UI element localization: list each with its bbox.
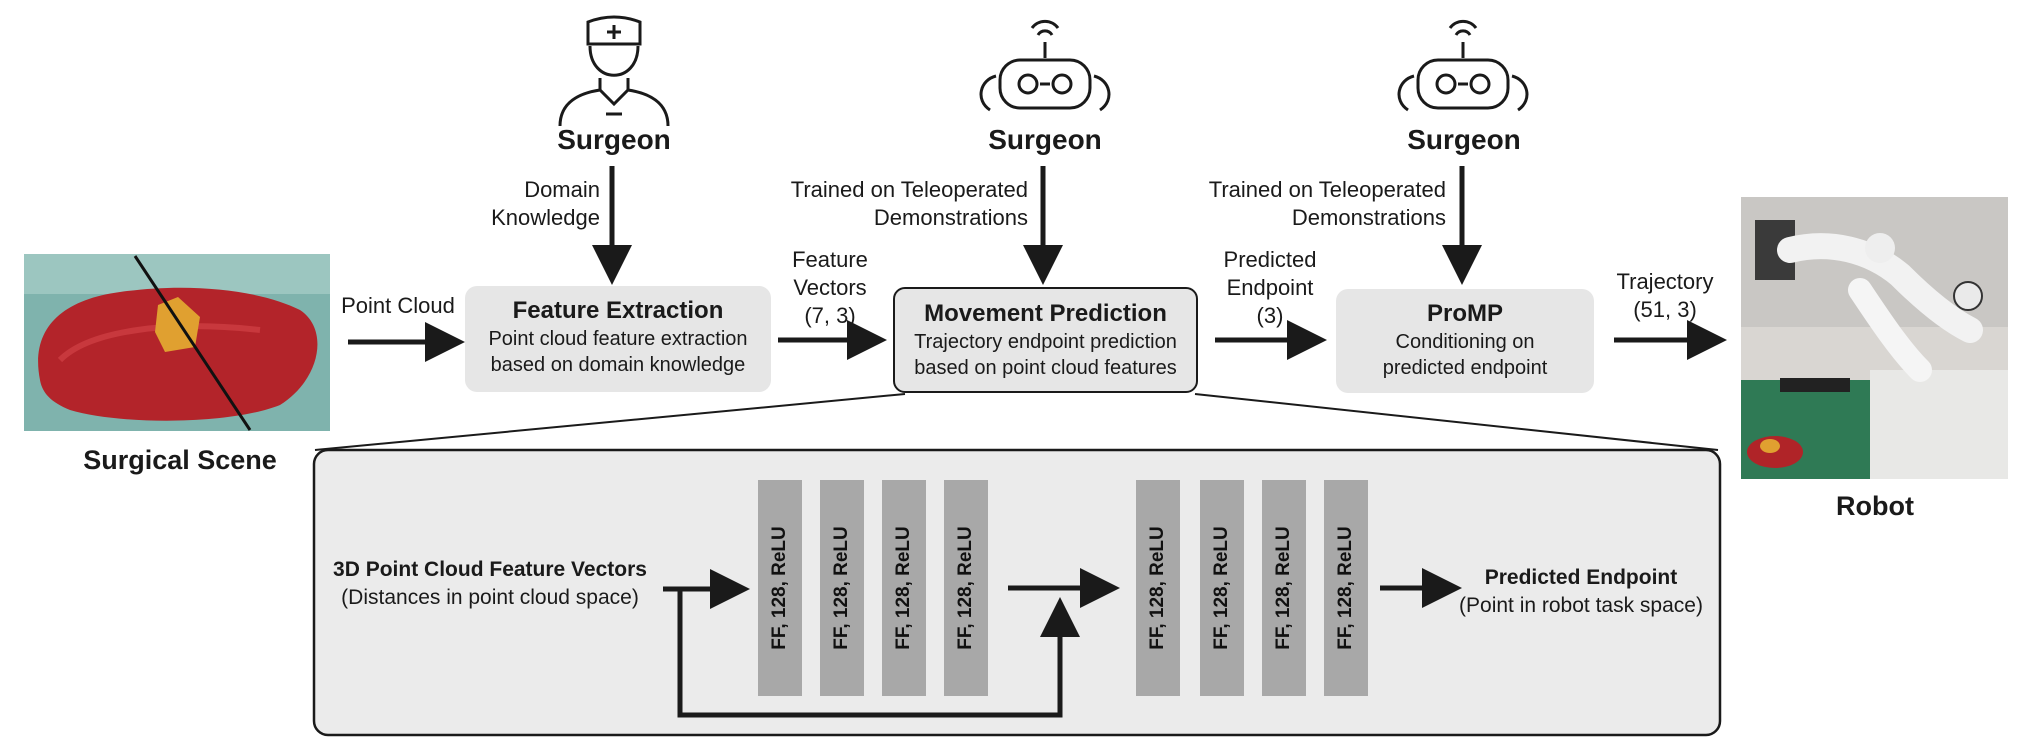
promp-title: ProMP <box>1426 300 1503 327</box>
ff-layer-3: FF, 128, ReLU <box>882 480 926 696</box>
network-input-label: 3D Point Cloud Feature Vectors (Distance… <box>333 558 647 609</box>
ff-layer-2: FF, 128, ReLU <box>820 480 864 696</box>
movement-prediction-box: Movement Prediction Trajectory endpoint … <box>893 287 1198 393</box>
surgeon-label-3: Surgeon <box>1407 124 1521 155</box>
surgeon-doctor-icon <box>558 15 670 127</box>
surgical-scene-photo <box>24 254 330 431</box>
promp-box: ProMP Conditioning on predicted endpoint <box>1336 289 1594 393</box>
feature-extraction-box: Feature Extraction Point cloud feature e… <box>465 286 771 392</box>
point-cloud-label: Point Cloud <box>341 293 455 318</box>
ff-layer-6: FF, 128, ReLU <box>1200 480 1244 696</box>
skip-connection-arrow <box>677 589 1080 718</box>
robot-label: Robot <box>1836 491 1914 521</box>
feature-extraction-title: Feature Extraction <box>512 297 724 324</box>
remote-controller-icon <box>1397 19 1529 112</box>
ff-layer-8: FF, 128, ReLU <box>1324 480 1368 696</box>
ff-layer-4: FF, 128, ReLU <box>944 480 988 696</box>
zoom-line-left <box>314 393 906 451</box>
ff-layer-5: FF, 128, ReLU <box>1136 480 1180 696</box>
network-output-label: Predicted Endpoint (Point in robot task … <box>1459 566 1703 617</box>
trajectory-label: Trajectory(51, 3) <box>1616 269 1714 322</box>
ff-layer-7: FF, 128, ReLU <box>1262 480 1306 696</box>
network-detail-panel <box>312 448 1722 737</box>
remote-controller-icon <box>979 19 1111 112</box>
zoom-line-right <box>1194 393 1719 451</box>
robot-photo <box>1741 197 2008 479</box>
surgical-scene-label: Surgical Scene <box>83 445 277 475</box>
surgeon-label-2: Surgeon <box>988 124 1102 155</box>
movement-prediction-title: Movement Prediction <box>924 300 1167 327</box>
surgeon-label-1: Surgeon <box>557 124 671 155</box>
ff-layer-1: FF, 128, ReLU <box>758 480 802 696</box>
